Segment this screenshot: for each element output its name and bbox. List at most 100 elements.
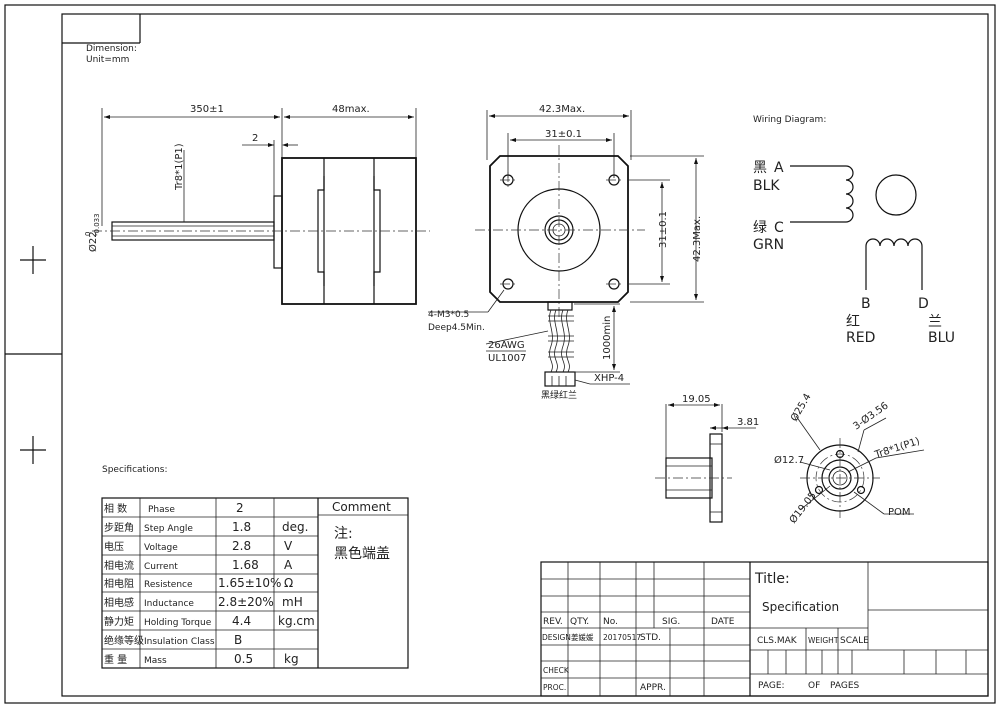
spec-en: Resistence [144, 580, 193, 590]
spec-unit: Ω [284, 576, 293, 590]
wire-a-color: BLK [753, 178, 780, 194]
drawing-frame [4, 4, 996, 704]
lead-min-dim: 1000min [602, 316, 613, 360]
weight-label: WEIGHT [808, 636, 839, 645]
spec-value: 0.5 [234, 652, 253, 666]
spec-row: 静力矩 Holding Torque 4.4 kg.cm [104, 614, 315, 628]
spec-row: 绝缘等级 Insulation Class B [104, 633, 242, 647]
designer-name: 姜媛媛 [571, 632, 594, 642]
proc-label: PROC. [543, 683, 566, 692]
shaft-tol-upper: 0 [84, 232, 92, 236]
connector-colors: 黑绿红兰 [541, 389, 577, 401]
specs-rows: 相 数 Phase 2 步距角 Step Angle 1.8 deg. 电压 V… [104, 501, 315, 666]
no-label: No. [603, 617, 618, 627]
nut-hub-dia: Ø12.7 [774, 454, 804, 466]
spec-row: 相电阻 Resistence 1.65±10% Ω [104, 576, 293, 590]
nut-outer-dia: Ø25.4 [788, 391, 813, 423]
spec-row: 相电感 Inductance 2.8±20% mH [104, 595, 303, 609]
wire-b-color: RED [846, 330, 875, 346]
spec-en: Voltage [144, 543, 178, 553]
spec-row: 重 量 Mass 0.5 kg [104, 652, 299, 666]
spec-en: Current [144, 562, 178, 572]
spec-cn: 相电阻 [104, 577, 134, 590]
wiring-title: Wiring Diagram: [753, 115, 826, 125]
connector-label: XHP-4 [594, 373, 624, 384]
front-width-dim: 42.3Max. [539, 104, 585, 115]
specs-title: Specifications: [102, 465, 168, 475]
scale-label: SCALE [840, 636, 869, 646]
spec-value: B [234, 633, 242, 647]
rev-label: REV. [543, 617, 563, 627]
spec-value: 2.8 [232, 539, 251, 553]
title-label: Title: [754, 571, 790, 587]
nut-length-dim: 19.05 [682, 394, 711, 405]
shaft-dia-label: Ø22 [87, 231, 99, 252]
spec-cn: 相电感 [104, 596, 134, 609]
spec-value: 1.65±10% [218, 576, 281, 590]
spec-cn: 电压 [104, 540, 124, 553]
spec-row: 相电流 Current 1.68 A [104, 558, 293, 572]
design-date: 20170517 [603, 633, 641, 642]
spec-cn: 重 量 [104, 653, 127, 666]
mount-depth-label: Deep4.5Min. [428, 323, 485, 333]
comment-note: 注: [334, 526, 353, 542]
flange-dim: 2 [252, 133, 258, 144]
nut-pcd: Ø19.05 [787, 490, 819, 526]
cls-mak-label: CLS.MAK [757, 636, 798, 646]
spec-value: 1.8 [232, 520, 251, 534]
shaft-thread-label: Tr8*1(P1) [174, 143, 185, 191]
spec-value: 1.68 [232, 558, 259, 572]
spec-en: Inductance [144, 599, 194, 609]
spec-row: 电压 Voltage 2.8 V [104, 539, 293, 553]
wire-b-cn: 红 [846, 314, 860, 330]
std-label: STD. [640, 633, 661, 643]
lead-length-dim: 350±1 [190, 104, 224, 115]
shaft-tol-lower: -0.033 [93, 213, 101, 236]
comment-header: Comment [332, 500, 391, 514]
spec-unit: mH [282, 595, 303, 609]
dimension-label: Dimension: [86, 44, 137, 54]
spec-value: 4.4 [232, 614, 251, 628]
mount-holes-label: 4-M3*0.5 [428, 310, 469, 320]
spec-unit: kg.cm [278, 614, 315, 628]
wire-d-cn: 兰 [928, 314, 942, 330]
unit-label: Unit=mm [86, 55, 129, 65]
check-label: CHECK [543, 666, 570, 675]
spec-en: Mass [144, 656, 167, 666]
design-label: DESIGN [542, 633, 571, 642]
page-label: PAGE: [758, 681, 785, 691]
nut-holes: 3-Ø3.56 [851, 400, 891, 433]
spec-cn: 相电流 [104, 559, 134, 572]
spec-value: 2 [236, 501, 244, 515]
spec-cn: 步距角 [104, 522, 134, 534]
wire-type-label: UL1007 [488, 353, 526, 364]
spec-row: 步距角 Step Angle 1.8 deg. [104, 520, 308, 534]
appr-label: APPR. [640, 683, 666, 693]
of-label: OF [808, 681, 820, 691]
side-view [92, 108, 430, 305]
spec-en: Phase [148, 505, 175, 515]
sig-label: SIG. [662, 617, 680, 627]
pages-label: PAGES [830, 681, 860, 691]
specs-table-grid [101, 497, 409, 669]
nut-front-view [795, 415, 925, 518]
spec-cn: 相 数 [104, 502, 127, 515]
spec-unit: deg. [282, 520, 308, 534]
wire-c-cn: 绿 [753, 220, 767, 236]
wire-c-label: C [774, 220, 784, 236]
nut-flange-dim: 3.81 [737, 417, 759, 428]
spec-cn: 绝缘等级 [104, 634, 144, 647]
wire-d-color: BLU [928, 330, 955, 346]
front-height-dim: 42.3Max. [692, 216, 703, 262]
comment-text: 黑色端盖 [334, 545, 390, 562]
body-length-dim: 48max. [332, 104, 370, 115]
spec-en: Insulation Class [144, 637, 215, 647]
qty-label: QTY. [570, 617, 589, 627]
wire-b-label: B [861, 296, 871, 312]
spec-unit: V [284, 539, 293, 553]
nut-thread: Tr8*1(P1) [873, 436, 922, 461]
front-view [428, 110, 704, 387]
wire-c-color: GRN [753, 237, 784, 253]
wiring-diagram [790, 165, 923, 290]
